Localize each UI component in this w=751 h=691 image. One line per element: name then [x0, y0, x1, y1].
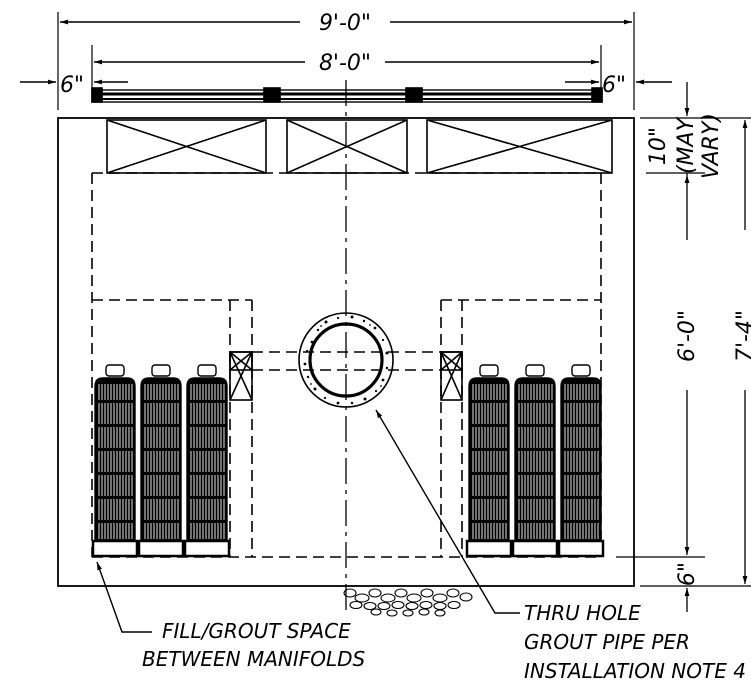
fill-grout-note-line-2: BETWEEN MANIFOLDS: [142, 647, 366, 671]
manifold-outlet-boxes: [229, 351, 463, 401]
overall-width-label: 9'-0": [319, 11, 371, 36]
thru-hole-note-line-2: GROUT PIPE PER: [524, 630, 690, 654]
left-offset-label: 6": [60, 73, 84, 98]
overall-width-dimension: [57, 12, 635, 110]
vault-cover: [91, 87, 603, 103]
gravel-base: [343, 588, 473, 617]
filter-cartridge: [137, 364, 185, 558]
right-offset-label: 6": [602, 73, 626, 98]
top-depth-label: 10": [646, 127, 671, 165]
right-vertical-dimensions: [616, 82, 751, 612]
hidden-inner-walls: [91, 172, 602, 558]
note-leaders: [96, 409, 520, 633]
top-depth-note-line-2: VARY): [699, 113, 724, 179]
filter-cartridge: [557, 364, 605, 558]
middle-height-label: 6'-0": [675, 310, 700, 362]
cartridge-manifolds: [91, 364, 605, 558]
thru-hole-note-line-1: THRU HOLE: [524, 601, 641, 625]
fill-grout-note-line-1: FILL/GROUT SPACE: [162, 619, 351, 643]
thru-hole-note-line-3: INSTALLATION NOTE 4: [524, 659, 746, 683]
inner-width-label: 8'-0": [319, 51, 371, 76]
overall-height-label: 7'-4": [733, 310, 751, 362]
access-hatches: [106, 119, 613, 174]
filter-cartridge: [183, 364, 231, 558]
filter-cartridge: [465, 364, 513, 558]
bottom-depth-label: 6": [675, 562, 700, 586]
filter-cartridge: [91, 364, 139, 558]
inner-width-dimension: [91, 45, 602, 100]
thru-hole-grout-pipe: [298, 312, 394, 408]
top-depth-note-line-1: (MAY: [674, 116, 699, 174]
filter-cartridge: [511, 364, 559, 558]
